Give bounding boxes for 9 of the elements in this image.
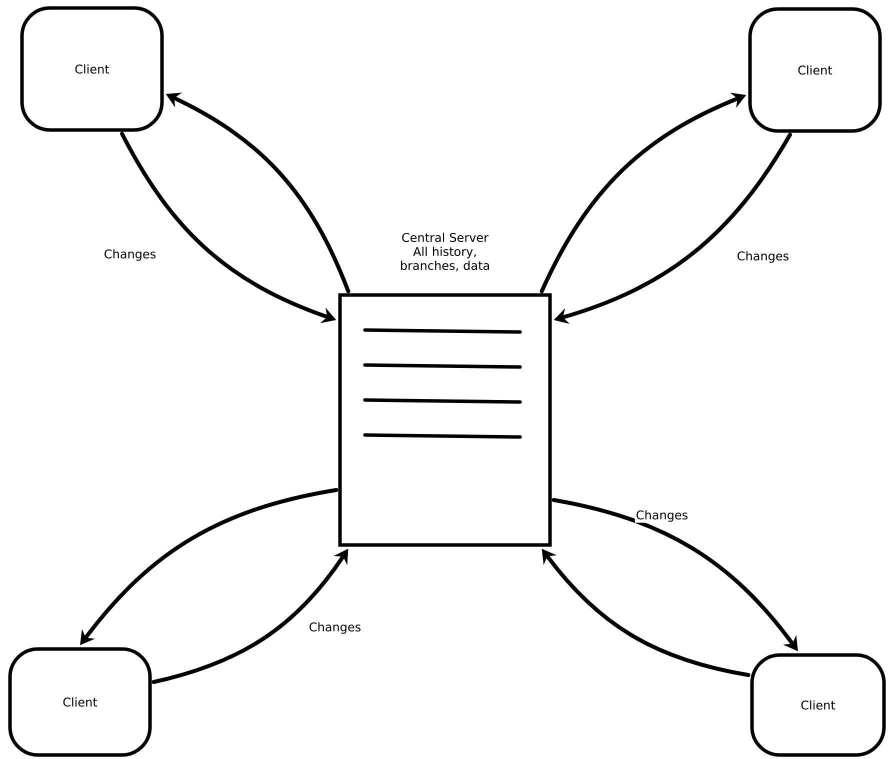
edge-label: Changes — [104, 249, 156, 261]
client-box: Client — [8, 647, 152, 757]
client-box: Client — [750, 653, 886, 757]
client-box: Client — [20, 6, 164, 132]
server-heading: Central Server All history, branches, data — [401, 232, 490, 272]
edge-label: Changes — [636, 510, 688, 522]
edge-label: Changes — [738, 251, 789, 263]
client-box: Client — [748, 7, 882, 133]
edge-label: Changes — [310, 622, 361, 634]
